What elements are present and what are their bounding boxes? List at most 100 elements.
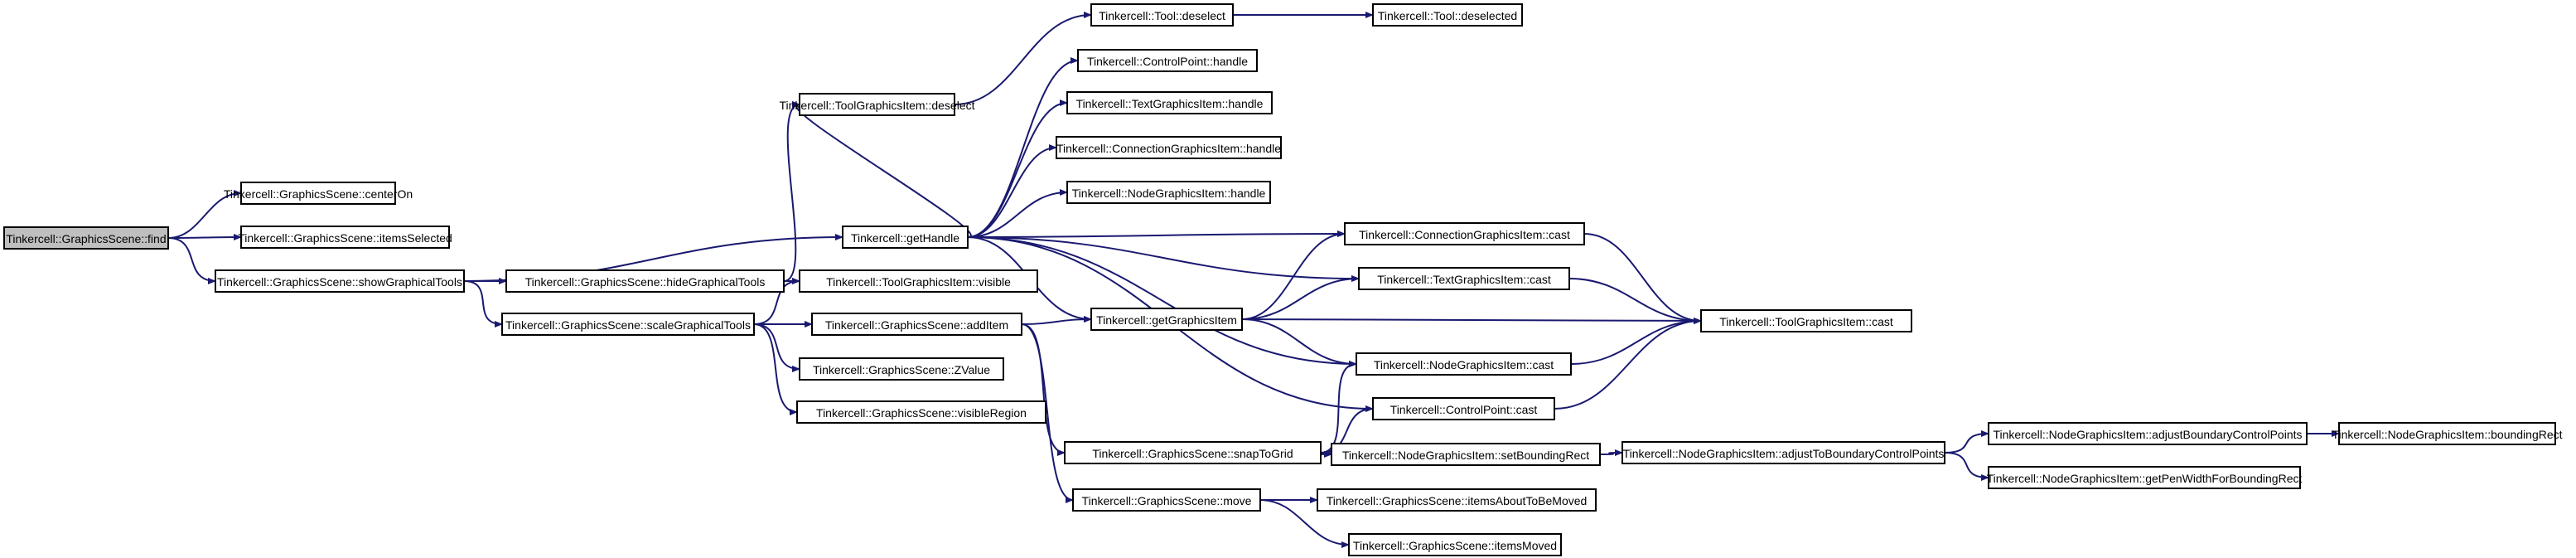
graph-edge-line xyxy=(753,323,800,372)
graph-edge-line xyxy=(1241,317,1702,324)
graph-node-connCast[interactable]: Tinkercell::ConnectionGraphicsItem::cast xyxy=(1344,222,1585,245)
graph-node-box xyxy=(1331,443,1601,466)
graph-node-box xyxy=(240,182,396,205)
graph-edge-line xyxy=(753,323,798,415)
graph-edge-getGraphicsItem-to-connCast xyxy=(1241,230,1346,320)
graph-node-toolDeselected[interactable]: Tinkercell::Tool::deselected xyxy=(1372,3,1523,27)
graph-node-boundingRect[interactable]: Tinkercell::NodeGraphicsItem::boundingRe… xyxy=(2332,422,2563,445)
graph-edge-find-to-centerOn xyxy=(167,190,242,239)
graph-node-cpHandle[interactable]: Tinkercell::ControlPoint::handle xyxy=(1077,49,1258,72)
graph-node-cpCast[interactable]: Tinkercell::ControlPoint::cast xyxy=(1372,397,1555,420)
graph-node-snapToGrid[interactable]: Tinkercell::GraphicsScene::snapToGrid xyxy=(1064,441,1322,464)
graph-edge-snapToGrid-to-setBoundingRect xyxy=(1319,450,1333,458)
graph-node-getGraphicsItem[interactable]: Tinkercell::getGraphicsItem xyxy=(1090,308,1243,331)
graph-node-box xyxy=(215,269,465,293)
graph-edge-line xyxy=(791,101,972,238)
graph-edge-line xyxy=(967,230,1346,238)
graph-edge-setBoundingRect-to-adjustToBCP xyxy=(1599,449,1623,457)
graph-node-nodeHandle[interactable]: Tinkercell::NodeGraphicsItem::handle xyxy=(1066,181,1271,204)
graph-edge-line xyxy=(1021,316,1092,325)
graph-node-scaleGraphicalTools[interactable]: Tinkercell::GraphicsScene::scaleGraphica… xyxy=(501,313,755,336)
graph-node-label: Tinkercell::ToolGraphicsItem::cast xyxy=(1719,315,1893,328)
graph-node-box xyxy=(799,93,955,116)
graph-node-centerOn[interactable]: Tinkercell::GraphicsScene::centerOn xyxy=(224,182,413,205)
graph-node-label: Tinkercell::ToolGraphicsItem::deselect xyxy=(779,99,974,112)
graph-node-toolGIVisible[interactable]: Tinkercell::ToolGraphicsItem::visible xyxy=(799,269,1038,293)
graph-edge-line xyxy=(753,278,800,325)
graph-node-box xyxy=(505,269,785,293)
graph-node-setBoundingRect[interactable]: Tinkercell::NodeGraphicsItem::setBoundin… xyxy=(1331,443,1601,466)
graph-edge-scaleGraphicalTools-to-visibleRegion xyxy=(753,323,798,415)
graph-edge-getGraphicsItem-to-textCast xyxy=(1241,275,1360,320)
graph-edge-addItem-to-getGraphicsItem xyxy=(1021,316,1092,325)
graph-edge-line xyxy=(783,101,800,282)
graph-node-label: Tinkercell::NodeGraphicsItem::cast xyxy=(1374,358,1554,371)
graph-edge-line xyxy=(1583,233,1702,324)
graph-node-label: Tinkercell::ControlPoint::handle xyxy=(1087,55,1248,68)
graph-node-zValue[interactable]: Tinkercell::GraphicsScene::ZValue xyxy=(799,357,1004,381)
graph-edge-find-to-showGraphicalTools xyxy=(167,237,216,284)
graph-node-toolDeselect[interactable]: Tinkercell::Tool::deselect xyxy=(1090,3,1234,27)
graph-node-adjustToBCP[interactable]: Tinkercell::NodeGraphicsItem::adjustToBo… xyxy=(1621,441,1945,464)
graph-node-getHandle[interactable]: Tinkercell::getHandle xyxy=(842,226,969,249)
graph-edge-line xyxy=(1259,499,1350,548)
graph-edge-line xyxy=(967,236,1357,367)
graph-edge-getGraphicsItem-to-nodeCast xyxy=(1241,318,1357,367)
graph-node-label: Tinkercell::GraphicsScene::hideGraphical… xyxy=(525,275,766,289)
graph-edge-line xyxy=(463,280,503,328)
graph-node-adjustBCP[interactable]: Tinkercell::NodeGraphicsItem::adjustBoun… xyxy=(1988,422,2308,445)
graph-edge-nodeCast-to-toolGICast xyxy=(1570,318,1702,365)
graph-node-box xyxy=(1372,3,1523,27)
graph-node-find[interactable]: Tinkercell::GraphicsScene::find xyxy=(3,226,169,250)
graph-edge-getGraphicsItem-to-toolGICast xyxy=(1241,317,1702,324)
graph-edge-line xyxy=(1599,449,1623,457)
graph-node-itemsMoved[interactable]: Tinkercell::GraphicsScene::itemsMoved xyxy=(1348,533,1562,556)
graph-edge-cpCast-to-toolGICast xyxy=(1554,318,1702,410)
graph-node-box xyxy=(1317,488,1597,512)
graph-node-itemsAboutToBeMoved[interactable]: Tinkercell::GraphicsScene::itemsAboutToB… xyxy=(1317,488,1597,512)
graph-node-label: Tinkercell::GraphicsScene::scaleGraphica… xyxy=(505,318,751,332)
edges-layer xyxy=(167,12,2340,548)
graph-node-textHandle[interactable]: Tinkercell::TextGraphicsItem::handle xyxy=(1066,91,1273,114)
graph-edge-addItem-to-snapToGrid xyxy=(1021,323,1066,456)
graph-edge-getHandle-to-toolGIDeselect xyxy=(791,101,972,238)
graph-edge-getHandle-to-nodeCast xyxy=(967,236,1357,367)
graph-node-hideGraphicalTools[interactable]: Tinkercell::GraphicsScene::hideGraphical… xyxy=(505,269,785,293)
graph-node-toolGIDeselect[interactable]: Tinkercell::ToolGraphicsItem::deselect xyxy=(779,93,975,116)
graph-node-getPenWidth[interactable]: Tinkercell::NodeGraphicsItem::getPenWidt… xyxy=(1987,466,2303,489)
graph-node-move[interactable]: Tinkercell::GraphicsScene::move xyxy=(1072,488,1261,512)
graph-edge-line xyxy=(1570,318,1702,365)
graph-edge-getHandle-to-connCast xyxy=(967,230,1346,238)
graph-node-label: Tinkercell::NodeGraphicsItem::adjustBoun… xyxy=(1994,428,2303,441)
graph-node-box xyxy=(1064,441,1322,464)
graph-node-label: Tinkercell::NodeGraphicsItem::boundingRe… xyxy=(2332,428,2562,441)
graph-node-visibleRegion[interactable]: Tinkercell::GraphicsScene::visibleRegion xyxy=(796,400,1046,424)
graph-edge-line xyxy=(1320,361,1357,454)
graph-node-itemsSelected[interactable]: Tinkercell::GraphicsScene::itemsSelected xyxy=(238,226,452,249)
graph-node-label: Tinkercell::GraphicsScene::find xyxy=(6,232,166,245)
graph-node-showGraphicalTools[interactable]: Tinkercell::GraphicsScene::showGraphical… xyxy=(215,269,465,293)
graph-edge-textCast-to-toolGICast xyxy=(1568,278,1702,324)
graph-node-label: Tinkercell::GraphicsScene::itemsSelected xyxy=(238,231,452,245)
graph-node-textCast[interactable]: Tinkercell::TextGraphicsItem::cast xyxy=(1358,267,1570,290)
graph-node-box xyxy=(240,226,450,249)
graph-edge-line xyxy=(1241,230,1346,320)
graph-edge-getHandle-to-nodeHandle xyxy=(967,189,1068,238)
graph-edge-line xyxy=(167,190,242,239)
graph-node-box xyxy=(1358,267,1570,290)
graph-node-box xyxy=(1066,91,1273,114)
graph-node-nodeCast[interactable]: Tinkercell::NodeGraphicsItem::cast xyxy=(1356,352,1572,376)
graph-node-label: Tinkercell::GraphicsScene::itemsAboutToB… xyxy=(1327,494,1588,507)
graph-edge-line xyxy=(1944,452,1989,481)
graph-node-box xyxy=(842,226,969,249)
graph-node-box xyxy=(3,226,169,250)
graph-node-label: Tinkercell::GraphicsScene::showGraphical… xyxy=(217,275,462,289)
graph-edge-line xyxy=(1554,318,1702,410)
nodes-layer: Tinkercell::GraphicsScene::findTinkercel… xyxy=(3,3,2563,556)
graph-node-label: Tinkercell::TextGraphicsItem::cast xyxy=(1377,273,1551,286)
graph-node-box xyxy=(1077,49,1258,72)
graph-node-toolGICast[interactable]: Tinkercell::ToolGraphicsItem::cast xyxy=(1700,309,1912,332)
graph-node-addItem[interactable]: Tinkercell::GraphicsScene::addItem xyxy=(811,313,1022,336)
graph-node-connHandle[interactable]: Tinkercell::ConnectionGraphicsItem::hand… xyxy=(1056,136,1282,159)
